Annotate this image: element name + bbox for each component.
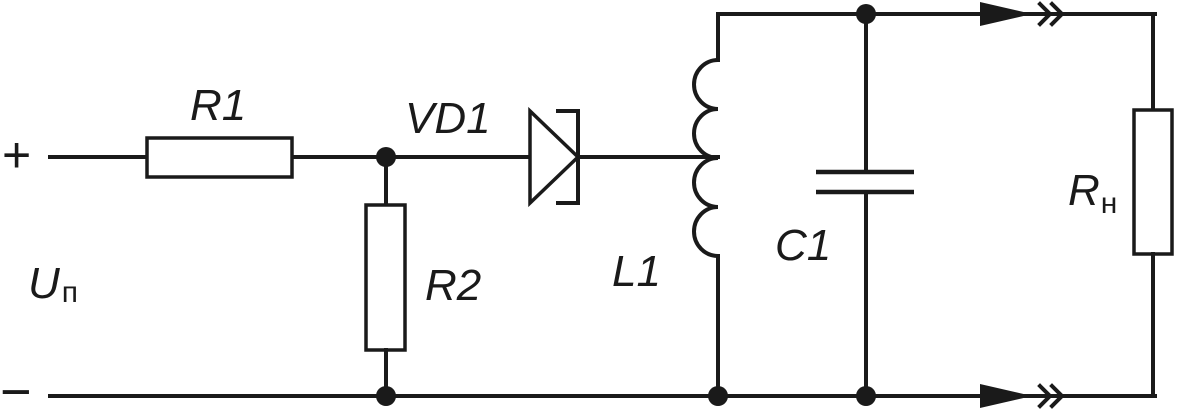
junction-c1-top (856, 4, 876, 24)
chevron-top-2-icon (1049, 1, 1065, 27)
junction-r2-ground (376, 386, 396, 406)
inductor-l1 (692, 57, 721, 259)
diode-vd1-triangle (528, 106, 581, 208)
supply-voltage-subscript: п (62, 276, 78, 309)
label-r1: R1 (190, 81, 246, 130)
resistor-r2 (364, 203, 407, 352)
junction-l1-ground (708, 386, 728, 406)
plus-terminal-sign: + (2, 127, 31, 183)
label-r2: R2 (425, 261, 481, 310)
supply-voltage-label: Uп (28, 259, 78, 309)
diode-vd1-bar (556, 109, 580, 205)
minus-terminal-sign: − (0, 362, 32, 413)
junction-c1-ground (856, 386, 876, 406)
chevron-top-1-icon (1037, 1, 1053, 27)
label-c1: C1 (775, 221, 831, 270)
arrow-top-output-icon (980, 2, 1032, 26)
label-rn: Rн (1068, 166, 1117, 220)
label-l1: L1 (612, 247, 661, 296)
resistor-rn (1132, 108, 1174, 256)
junction-r1-r2 (376, 147, 396, 167)
supply-voltage-symbol: U (28, 259, 60, 308)
resistor-r1 (145, 136, 294, 179)
label-vd1: VD1 (405, 94, 491, 143)
label-rn-symbol: R (1068, 166, 1100, 215)
chevron-bottom-2-icon (1049, 383, 1065, 409)
arrow-bottom-output-icon (980, 384, 1032, 408)
chevron-bottom-1-icon (1037, 383, 1053, 409)
label-rn-subscript: н (1101, 187, 1118, 220)
